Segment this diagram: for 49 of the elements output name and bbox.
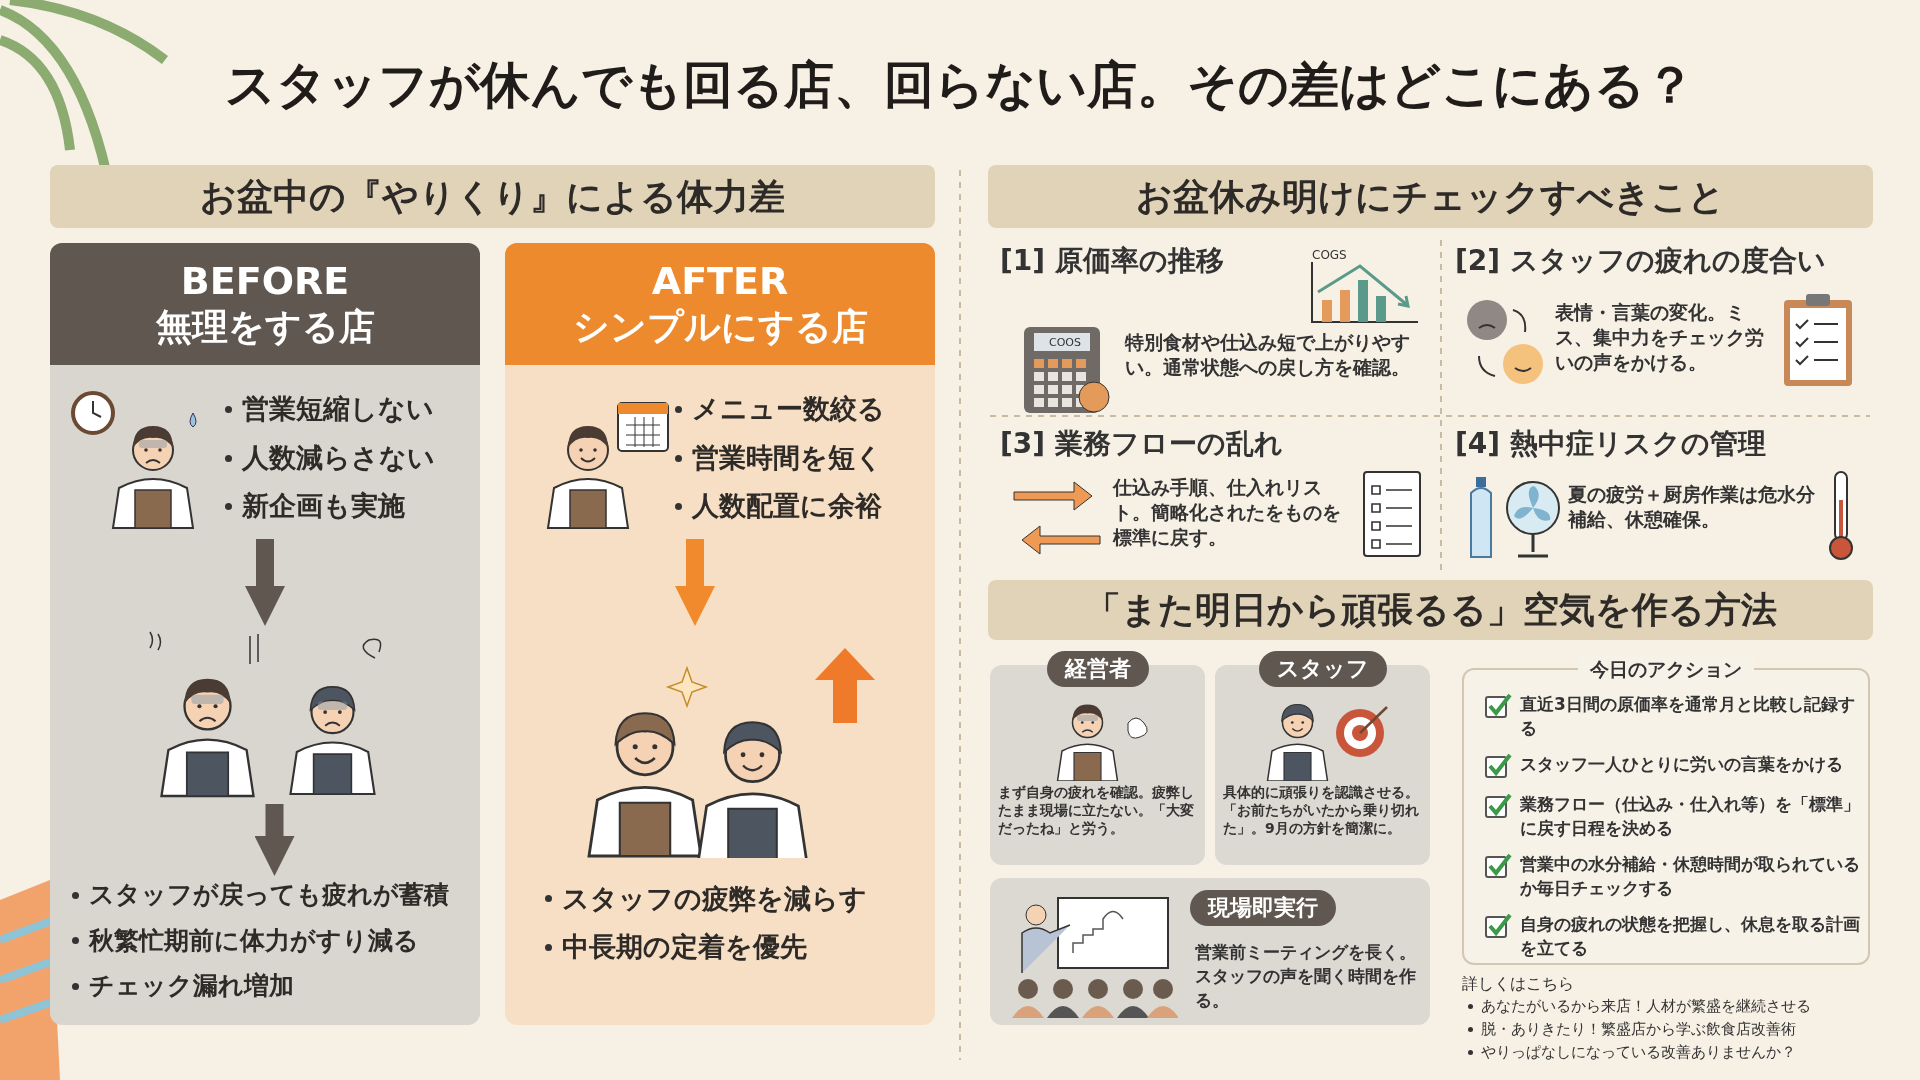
chart-label: COGS — [1312, 247, 1348, 264]
bullet-text: スタッフが戻っても疲れが蓄積 — [89, 879, 449, 912]
action-item-text: 営業中の水分補給・休憩時間が取られているか毎日チェックする — [1520, 853, 1860, 900]
before-panel — [50, 243, 480, 1025]
bullet-text: スタッフの疲弊を減らす — [562, 881, 867, 916]
panel-subtitle: 無理をする店 — [155, 305, 375, 349]
card-text: まず自身の疲れを確認。疲弊したまま現場に立たない。「大変だったね」と労う。 — [998, 783, 1195, 837]
card-text: 仕込み手順、仕入れリスト。簡略化されたをものを標準に戻す。 — [1113, 475, 1342, 550]
role-tag: スタッフ — [1258, 651, 1387, 687]
card-text: 夏の疲労＋厨房作業は危水分補給、休憩確保。 — [1568, 482, 1816, 532]
bullet-text: 新企画も実施 — [242, 489, 405, 524]
down-arrow — [675, 539, 715, 626]
panel-title: AFTER — [651, 258, 789, 304]
article-link: あなたがいるから来店！人材が繁盛を継続させる — [1481, 996, 1811, 1017]
bullet-text: 秋繁忙期前に体力がすり減る — [89, 924, 419, 957]
card-heading: [4] 熱中症リスクの管理 — [1455, 426, 1767, 462]
panel-title: BEFORE — [180, 258, 350, 304]
display-text: COOS — [1048, 335, 1082, 351]
article-link: 脱・ありきたり！繁盛店から学ぶ飲食店改善術 — [1481, 1019, 1796, 1040]
action-item-text: スタッフ一人ひとりに労いの言葉をかける — [1520, 753, 1843, 776]
card-text: 特別食材や仕込み短で上がりやすい。通常状態への戻し方を確認。 — [1125, 330, 1411, 380]
section-header-band: お盆休み明けにチェックすべきこと — [988, 165, 1873, 228]
bullet-text: 人数減らさない — [242, 440, 435, 475]
card-heading: [2] スタッフの疲れの度合い — [1455, 243, 1827, 279]
section-header-band: お盆中の『やりくり』による体力差 — [50, 165, 935, 228]
card-text: 表情・言葉の変化。ミス、集中力をチェック労いの声をかける。 — [1555, 300, 1765, 375]
down-arrow — [254, 804, 295, 876]
card-text: 具体的に頑張りを認識させる。「お前たちがいたから乗り切れた」。9月の方針を簡潔に。 — [1223, 783, 1420, 837]
page-title: スタッフが休んでも回る店、回らない店。その差はどこにある？ — [224, 55, 1696, 116]
link-heading: 詳しくはこちら — [1462, 973, 1575, 995]
after-panel — [505, 243, 935, 1025]
bullet-text: 営業短縮しない — [242, 392, 434, 427]
article-link: やりっぱなしになっている改善ありませんか？ — [1481, 1042, 1796, 1063]
card-heading: [3] 業務フローの乱れ — [1000, 426, 1284, 462]
action-item-text: 自身の疲れの状態を把握し、休息を取る計画を立てる — [1520, 913, 1860, 960]
bullet-text: メニュー数絞る — [692, 392, 885, 427]
bullet-text: 人数配置に余裕 — [692, 489, 882, 524]
bullet-text: 営業時間を短く — [692, 440, 883, 475]
bullet-text: チェック漏れ増加 — [89, 970, 294, 1003]
bullet-text: 中長期の定着を優先 — [562, 930, 807, 964]
action-card — [990, 878, 1430, 1025]
section-header-band: 「また明日から頑張るる」空気を作る方法 — [988, 580, 1873, 640]
action-item-text: 直近3日間の原価率を通常月と比較し記録する — [1520, 693, 1856, 740]
card-text: 営業前ミーティングを長く。スタッフの声を聞く時間を作る。 — [1195, 941, 1417, 1012]
down-arrow — [245, 539, 285, 626]
panel-subtitle: シンプルにする店 — [572, 305, 868, 349]
action-item-text: 業務フロー（仕込み・仕入れ等）を「標準」に戻す日程を決める — [1520, 793, 1860, 840]
role-tag: 経営者 — [1046, 651, 1149, 687]
role-tag: 現場即実行 — [1190, 890, 1336, 926]
